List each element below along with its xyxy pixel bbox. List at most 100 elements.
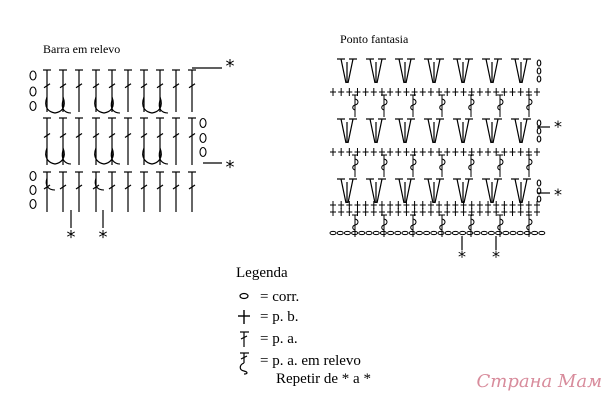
single-crochet-symbol (460, 148, 467, 156)
single-crochet-symbol (362, 148, 369, 156)
single-crochet-symbol (460, 88, 467, 96)
relief-post-symbol (497, 154, 504, 177)
double-crochet-symbol (43, 117, 51, 165)
chain-symbol (444, 230, 452, 236)
single-crochet-symbol (330, 148, 336, 156)
chain-symbol (523, 230, 531, 236)
single-crochet-symbol (403, 208, 410, 216)
repeat-star: * (67, 227, 76, 248)
single-crochet-symbol (485, 148, 492, 156)
relief-loop (61, 149, 72, 165)
chain-symbol (459, 230, 467, 236)
relief-post-symbol (410, 94, 417, 117)
single-crochet-symbol (338, 201, 345, 209)
single-crochet-symbol (354, 201, 361, 209)
single-crochet-symbol (509, 88, 516, 96)
double-crochet-symbol (75, 117, 83, 165)
fan-cluster (482, 118, 502, 144)
single-crochet-symbol (460, 201, 467, 209)
relief-loop (94, 147, 114, 165)
single-crochet-icon (238, 310, 250, 324)
chain-symbol (536, 127, 542, 135)
double-crochet-symbol (156, 171, 164, 212)
relief-post-symbol (352, 214, 359, 237)
double-crochet-symbol (75, 171, 83, 212)
double-crochet-symbol (172, 117, 180, 165)
single-crochet-symbol (509, 201, 516, 209)
relief-post-symbol (497, 94, 504, 117)
single-crochet-symbol (362, 208, 369, 216)
single-crochet-symbol (436, 201, 443, 209)
single-crochet-symbol (338, 88, 345, 96)
chain-symbol (531, 230, 539, 236)
chain-symbol (358, 230, 366, 236)
fan-cluster (395, 58, 415, 84)
double-crochet-symbol (140, 117, 148, 165)
fan-cluster (366, 58, 386, 84)
single-crochet-symbol (476, 148, 483, 156)
chain-symbol (199, 132, 207, 144)
single-crochet-symbol (501, 148, 508, 156)
chain-symbol (199, 146, 207, 158)
single-crochet-symbol (485, 208, 492, 216)
relief-loop (45, 177, 56, 191)
chain-symbol (199, 117, 207, 129)
single-crochet-symbol (370, 88, 377, 96)
relief-post-symbol (381, 214, 388, 237)
single-crochet-symbol (525, 201, 532, 209)
double-crochet-symbol (43, 69, 51, 112)
fan-cluster (511, 58, 531, 84)
chain-symbol (430, 230, 438, 236)
relief-post-symbol (381, 154, 388, 177)
relief-loop (45, 147, 65, 165)
chain-symbol (473, 230, 481, 236)
chain-symbol (536, 187, 542, 195)
relief-post-symbol (497, 214, 504, 237)
double-crochet-symbol (59, 69, 67, 112)
single-crochet-symbol (468, 201, 475, 209)
repeat-star: * (99, 227, 108, 248)
relief-loop (94, 96, 114, 114)
chain-symbol (536, 59, 542, 67)
double-crochet-symbol (92, 117, 100, 165)
single-crochet-symbol (427, 148, 434, 156)
single-crochet-symbol (509, 208, 516, 216)
single-crochet-symbol (452, 208, 459, 216)
single-crochet-symbol (346, 148, 353, 156)
single-crochet-symbol (427, 201, 434, 209)
relief-post-symbol (468, 214, 475, 237)
single-crochet-symbol (346, 88, 353, 96)
single-crochet-symbol (476, 201, 483, 209)
single-crochet-symbol (444, 148, 451, 156)
chain-symbol (423, 230, 431, 236)
single-crochet-symbol (427, 208, 434, 216)
single-crochet-symbol (501, 208, 508, 216)
single-crochet-symbol (395, 148, 402, 156)
double-crochet-symbol (124, 117, 132, 165)
single-crochet-symbol (378, 201, 385, 209)
relief-loop (158, 99, 169, 114)
double-crochet-symbol (108, 117, 116, 165)
chain-symbol (516, 230, 524, 236)
chain-symbol (451, 230, 459, 236)
single-crochet-symbol (444, 88, 451, 96)
relief-post-symbol (439, 214, 446, 237)
repeat-star: * (554, 117, 562, 136)
fan-cluster (395, 118, 415, 144)
repeat-star: * (226, 157, 235, 178)
single-crochet-symbol (460, 208, 467, 216)
single-crochet-symbol (346, 201, 353, 209)
single-crochet-symbol (534, 208, 540, 216)
fan-cluster (482, 58, 502, 84)
single-crochet-symbol (403, 88, 410, 96)
single-crochet-symbol (501, 201, 508, 209)
single-crochet-symbol (452, 201, 459, 209)
fan-cluster (395, 178, 415, 204)
fan-cluster (366, 178, 386, 204)
relief-loop (94, 177, 105, 191)
chain-symbol (372, 230, 380, 236)
fan-cluster (482, 178, 502, 204)
single-crochet-symbol (485, 201, 492, 209)
double-crochet-symbol (124, 69, 132, 112)
legend-relief-label: = p. a. em relevo (260, 353, 361, 369)
